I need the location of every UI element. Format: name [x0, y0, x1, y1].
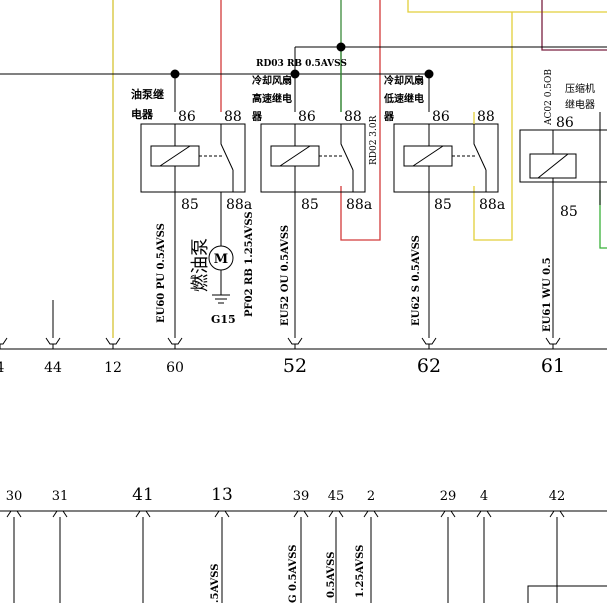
connector-pin-label: 4	[0, 360, 5, 376]
pin-88: 88	[224, 109, 242, 125]
rd03-label: RD03 RB 0.5AVSS	[256, 59, 347, 69]
connector-pin-label: 41	[132, 485, 154, 505]
connector-pin-label: 61	[541, 355, 565, 377]
wire-label-eu60: EU60 PU 0.5AVSS	[156, 223, 167, 323]
connector-terminal	[0, 337, 8, 345]
connector-terminal	[440, 510, 456, 518]
relay-name-line3: 器	[251, 111, 263, 123]
relay-name-line1: 压缩机	[565, 82, 595, 95]
relay-name-line1: 冷却风扇	[384, 74, 424, 87]
connector-terminal	[105, 337, 121, 345]
pin-86: 86	[432, 109, 450, 125]
connector-terminal	[328, 510, 344, 518]
lower-wire-label-4: 1.25AVSS	[355, 545, 366, 598]
relay-compressor: 压缩机 继电器 86 85	[519, 82, 607, 338]
connector-pin-label: 42	[549, 489, 566, 504]
pin-88a: 88a	[346, 197, 372, 213]
connector-terminal	[476, 510, 492, 518]
connector-pin-label: 45	[328, 489, 345, 504]
pin-88a: 88a	[479, 197, 505, 213]
connector-terminal	[287, 337, 303, 345]
lower-wire-label-2: G 0.5AVSS	[288, 545, 299, 603]
connector-pin-label: 62	[417, 355, 441, 377]
pin-85: 85	[181, 197, 199, 213]
connector-terminal	[214, 510, 230, 518]
connector-terminal	[421, 337, 437, 345]
connector-pin-label: 4	[480, 489, 488, 504]
pin-86: 86	[556, 115, 574, 131]
lower-wire-label-1: .5AVSS	[210, 564, 221, 603]
pin-85: 85	[560, 204, 578, 220]
fuel-pump-motor: 燃油泵 M G15	[190, 238, 236, 326]
connector-terminal	[6, 510, 22, 518]
connector-pin-label: 60	[166, 360, 184, 376]
connector-terminal	[545, 337, 561, 345]
relay-name-line1: 油泵继	[131, 87, 164, 101]
lower-wire-label-3: 0.5AVSS	[326, 552, 337, 598]
connector-pin-label: 39	[293, 489, 310, 504]
pin-85: 85	[301, 197, 319, 213]
connector-terminal	[549, 510, 565, 518]
relay-fan-low: 冷却风扇 低速继电 器 86 88 85 88a	[383, 74, 505, 338]
connector-pin-label: 52	[283, 355, 307, 377]
power-bus	[0, 42, 607, 112]
connector-pin-label: 29	[440, 489, 457, 504]
connector-pin-label: 31	[52, 489, 69, 504]
ac02-label: AC02 0.5OB	[544, 69, 554, 126]
wire-feeds	[112, 0, 607, 338]
wire-label-eu62: EU62 S 0.5AVSS	[411, 235, 422, 326]
relay-name-line1: 冷却风扇	[252, 74, 292, 87]
connector-pin-label: 2	[367, 489, 375, 504]
relay-name-line2: 高速继电	[252, 92, 292, 105]
ground-label: G15	[211, 313, 236, 326]
relay-name-line2: 低速继电	[383, 92, 424, 105]
connector-terminal	[293, 510, 309, 518]
pin-88: 88	[477, 109, 495, 125]
relay-name-line2: 继电器	[565, 98, 595, 111]
connector-pin-label: 44	[44, 360, 62, 376]
connector-pin-label: 12	[104, 360, 122, 376]
lower-connector: 30 31 41 13 39 45 2 29 4 42	[6, 485, 566, 603]
wire-label-eu61: EU61 WU 0.5	[542, 257, 553, 332]
pin-88: 88	[344, 109, 362, 125]
pin-86: 86	[298, 109, 316, 125]
relay-fuel-pump: 油泵继 电器 86 88 85 88a	[131, 87, 252, 338]
connector-terminal	[135, 510, 151, 518]
connector-terminal	[167, 337, 183, 345]
connector-pin-label: 13	[211, 485, 233, 505]
relay-fan-high: 冷却风扇 高速继电 器 86 88 85 88a	[251, 74, 372, 338]
pin-85: 85	[434, 197, 452, 213]
connector-pin-label: 30	[6, 489, 23, 504]
fuel-pump-label: 燃油泵	[190, 238, 211, 292]
wire-label-eu52: EU52 OU 0.5AVSS	[280, 225, 291, 326]
connector-terminal	[45, 337, 61, 345]
rd02-label: RD02 3.0R	[369, 115, 379, 165]
motor-icon: M	[214, 252, 228, 267]
connector-terminal	[363, 510, 379, 518]
pin-86: 86	[178, 109, 196, 125]
connector-terminal	[52, 510, 68, 518]
upper-connector: 4441260526261	[0, 337, 565, 377]
relay-name-line3: 器	[383, 111, 395, 123]
relay-name-line2: 电器	[131, 107, 154, 121]
pin-88a: 88a	[226, 197, 252, 213]
partial-component	[527, 585, 607, 603]
wire-label-pf02: PF02 RB 1.25AVSS	[244, 211, 255, 317]
